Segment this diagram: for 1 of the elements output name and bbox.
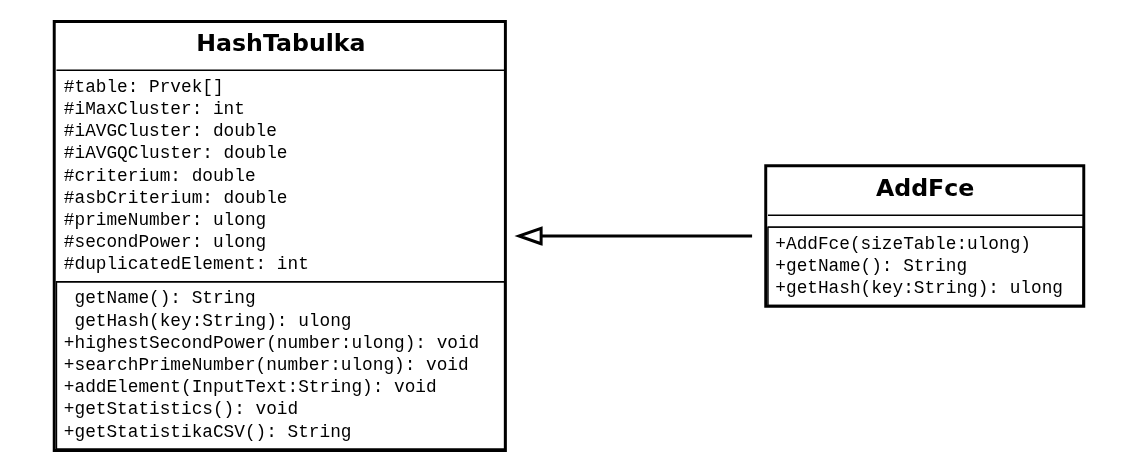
arrow [514, 226, 753, 246]
